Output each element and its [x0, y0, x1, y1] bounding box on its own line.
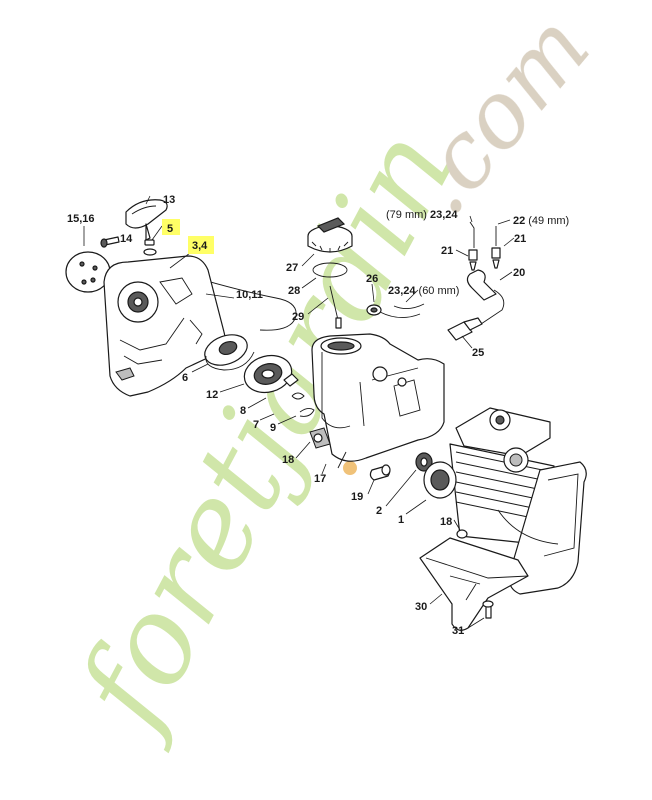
rope-rotor-washer — [143, 239, 157, 256]
callout-23-24-60mm-number: 23,24 — [388, 285, 416, 297]
callout-10-11: 10,11 — [236, 289, 263, 301]
engine-cylinder-assembly — [449, 407, 587, 595]
pawl-spring — [291, 392, 305, 400]
callout-5: 5 — [167, 223, 173, 235]
tank-strainer-line — [329, 285, 342, 329]
watermark-accent-dot — [343, 461, 357, 475]
callout-28: 28 — [288, 285, 300, 297]
screw-31 — [482, 600, 494, 619]
tank-plug-19 — [369, 464, 391, 481]
fan-wheel-1 — [423, 461, 457, 499]
spring-housing — [243, 354, 293, 394]
starter-cover-plate — [65, 251, 111, 293]
starter-rope — [175, 271, 297, 331]
callout-20: 20 — [513, 267, 525, 279]
callout-2: 2 — [376, 505, 382, 517]
cap-seal-ring — [312, 262, 348, 278]
callout-9: 9 — [270, 422, 276, 434]
callout-21-left: 21 — [441, 245, 453, 257]
callout-17: 17 — [314, 473, 326, 485]
flywheel-2 — [415, 452, 433, 472]
connector-21-right — [491, 247, 501, 269]
fuel-lines — [393, 221, 505, 341]
starter-handle — [125, 199, 168, 241]
fuel-filter-25 — [447, 317, 483, 341]
callout-18-engine: 18 — [440, 516, 452, 528]
callout-6: 6 — [182, 372, 188, 384]
callout-21-right: 21 — [514, 233, 526, 245]
callout-1: 1 — [398, 514, 404, 526]
washer-18-lower — [456, 529, 468, 539]
callout-23-24-79mm-number: 23,24 — [430, 209, 458, 221]
callout-18-tank: 18 — [282, 454, 294, 466]
fuel-tank-body — [309, 333, 445, 469]
fuel-tank-assembly — [307, 217, 445, 481]
callout-23-24-79mm: (79 mm)23,24 — [386, 209, 458, 221]
callout-23-24-79mm-dimension: (79 mm) — [386, 209, 427, 221]
callout-30: 30 — [415, 601, 427, 613]
fuel-elbow-20 — [466, 269, 505, 327]
callout-22-dimension: (49 mm) — [528, 215, 569, 227]
callout-8: 8 — [240, 405, 246, 417]
callout-15-16: 15,16 — [67, 213, 95, 225]
connector-21-left — [468, 249, 478, 271]
callout-23-24-60mm: 23,24(60 mm) — [388, 285, 459, 297]
callout-12: 12 — [206, 389, 218, 401]
callout-27: 27 — [286, 262, 298, 274]
rope-rotor — [204, 334, 255, 371]
fan-housing — [103, 255, 226, 397]
callout-7: 7 — [253, 419, 259, 431]
callout-26: 26 — [366, 273, 378, 285]
callout-3-4: 3,4 — [192, 240, 208, 252]
callout-22-49mm: 22(49 mm) — [513, 215, 569, 227]
callout-13: 13 — [163, 194, 175, 206]
callout-22-number: 22 — [513, 215, 525, 227]
callout-31: 31 — [452, 625, 464, 637]
callout-29: 29 — [292, 311, 304, 323]
recoil-starter-assembly — [65, 199, 315, 417]
pawl — [283, 373, 299, 387]
spring-clip — [299, 407, 315, 417]
screw-14 — [100, 236, 120, 248]
callout-labels: 15,16 14 13 5 3,4 10,11 6 12 8 7 9 27 28… — [67, 194, 569, 637]
callout-23-24-60mm-dimension: (60 mm) — [419, 285, 460, 297]
fuel-hose-60mm — [393, 303, 425, 309]
grommet-26 — [366, 304, 421, 318]
bottom-guard-30 — [419, 537, 529, 631]
callout-14: 14 — [120, 233, 133, 245]
tank-cap — [307, 217, 353, 253]
callout-5-highlight — [162, 219, 180, 235]
callout-25: 25 — [472, 347, 484, 359]
callout-19: 19 — [351, 491, 363, 503]
callout-3-4-highlight — [188, 236, 214, 254]
fuel-hose-79mm — [469, 221, 475, 248]
